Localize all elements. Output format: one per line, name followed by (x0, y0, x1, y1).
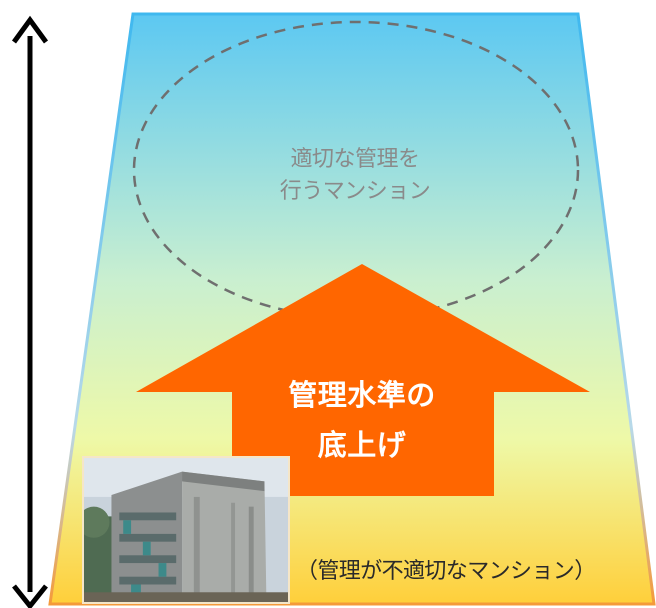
vertical-axis-arrow-icon (11, 15, 49, 608)
arrow-label: 管理水準の 底上げ (230, 370, 494, 470)
raise-level-arrow-icon (136, 264, 590, 496)
arrow-label-line1: 管理水準の (288, 378, 436, 412)
apartment-building-photo (82, 456, 290, 604)
building-photo-drawing (84, 458, 288, 602)
arrow-label-line2: 底上げ (317, 428, 407, 462)
ellipse-label-line1: 適切な管理を (290, 147, 420, 172)
ellipse-label: 適切な管理を 行うマンション (200, 144, 510, 208)
ellipse-label-line2: 行うマンション (279, 179, 431, 204)
inadequate-management-label: （管理が不適切なマンション） (296, 559, 596, 584)
